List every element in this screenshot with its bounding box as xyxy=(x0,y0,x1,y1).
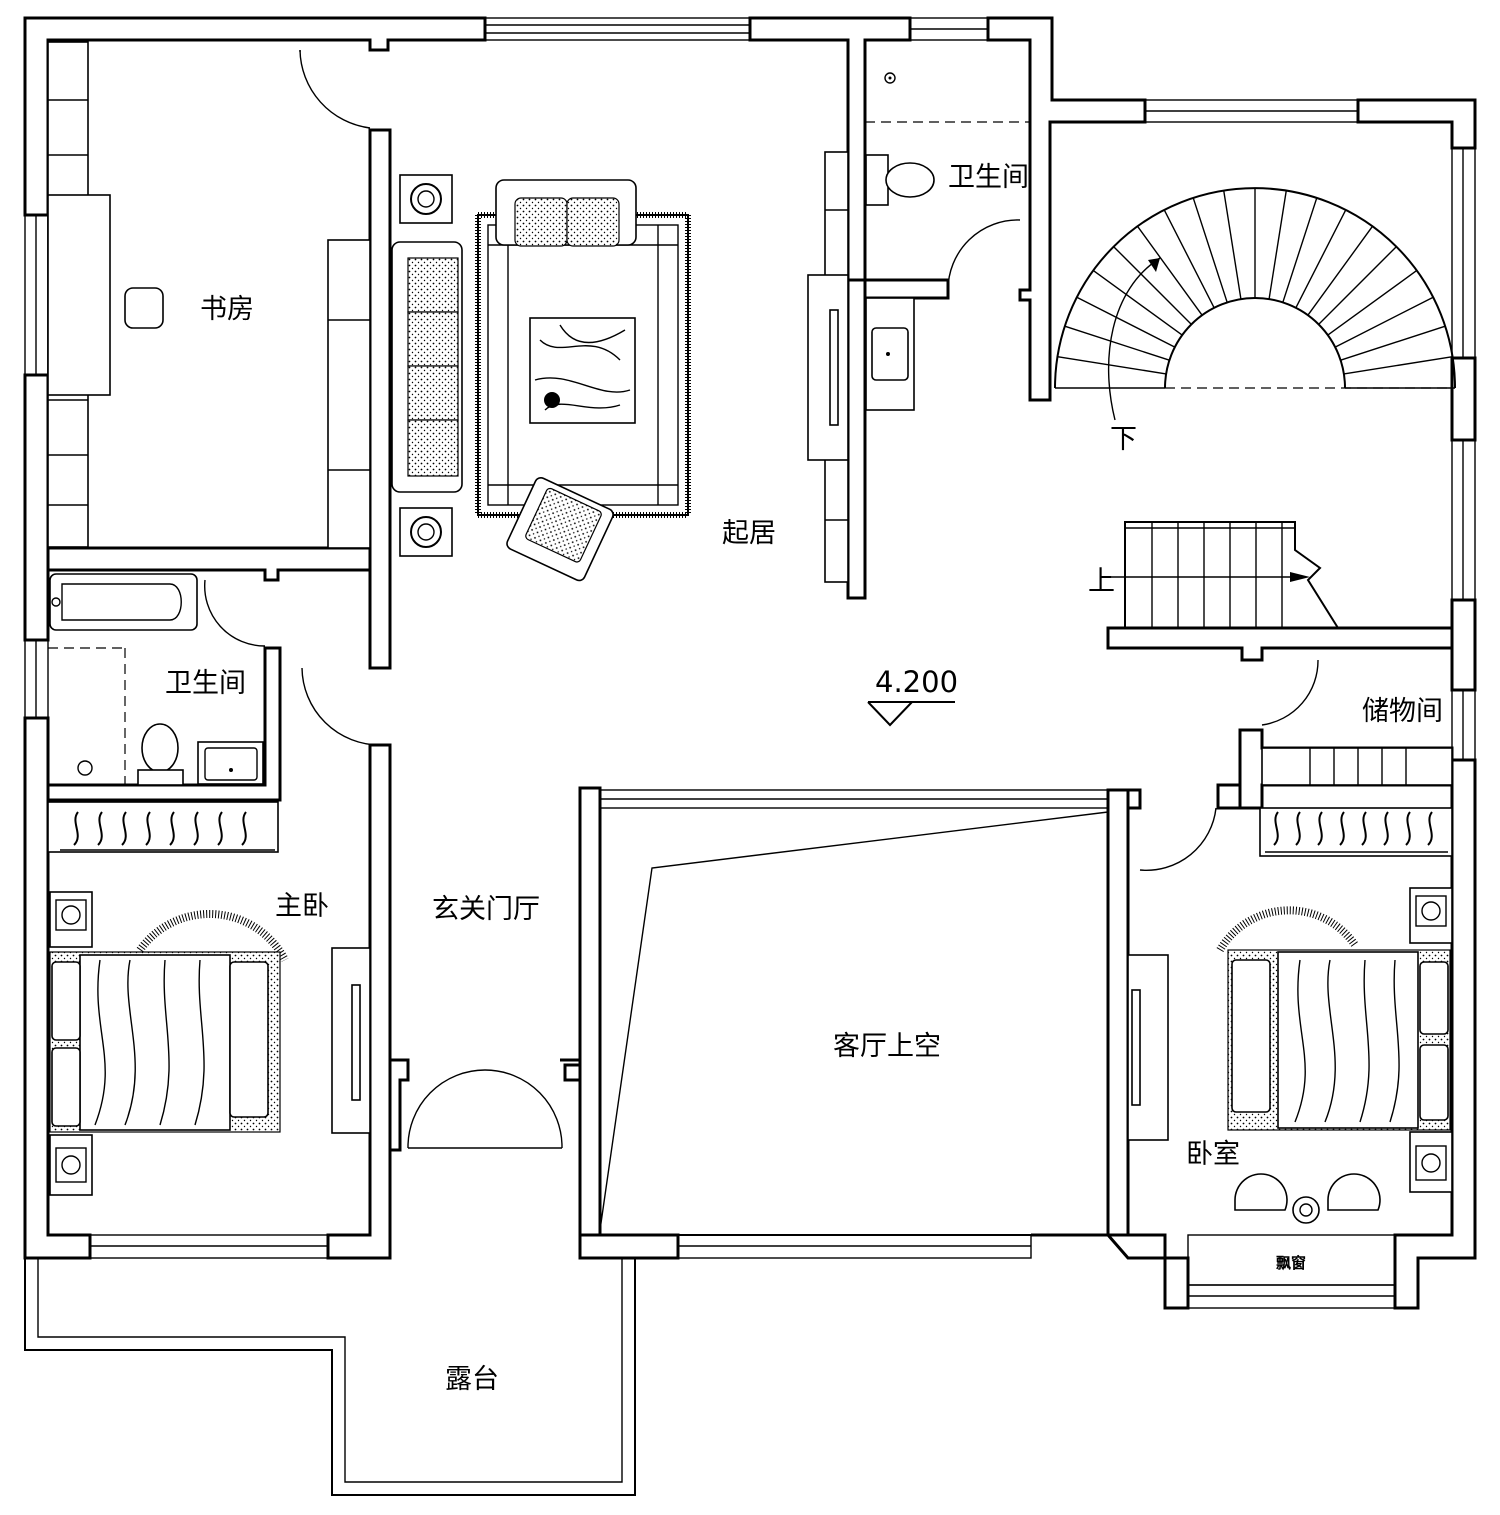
room-label-foyer: 玄关门厅 xyxy=(432,894,540,925)
storage-shelves xyxy=(1261,747,1453,786)
elevation-value: 4.200 xyxy=(875,665,958,699)
room-label-living-void: 客厅上空 xyxy=(833,1031,941,1062)
bath-top-fixtures xyxy=(865,72,1030,411)
living-furniture xyxy=(391,151,849,583)
room-label-study: 书房 xyxy=(200,294,254,325)
exterior-walls xyxy=(23,16,1477,1310)
study-furniture xyxy=(47,41,371,549)
interior-walls xyxy=(46,128,1454,810)
stair-up-label: 上 xyxy=(1088,566,1115,597)
straight-stair xyxy=(1112,521,1340,629)
living-void xyxy=(599,789,1109,1236)
room-label-bedroom: 卧室 xyxy=(1186,1139,1240,1170)
terrace-outline xyxy=(24,1257,636,1496)
spiral-stair xyxy=(1054,187,1456,389)
bedroom-furniture xyxy=(1127,807,1453,1224)
room-label-terrace: 露台 xyxy=(445,1364,499,1395)
master-bedroom-furniture xyxy=(47,801,371,1196)
room-label-bay-window: 飘窗 xyxy=(1276,1254,1306,1272)
bath-left-fixtures xyxy=(48,573,264,786)
elevation-marker xyxy=(867,701,955,727)
room-label-master-bedroom: 主卧 xyxy=(275,891,329,922)
room-label-bath-top: 卫生间 xyxy=(948,162,1029,193)
room-label-storage: 储物间 xyxy=(1362,696,1443,727)
room-label-bath-left: 卫生间 xyxy=(165,668,246,699)
doors xyxy=(204,49,1319,1149)
stair-down-label: 下 xyxy=(1110,424,1137,455)
room-label-living: 起居 xyxy=(722,518,776,549)
stair-down-arrow xyxy=(1107,257,1161,421)
